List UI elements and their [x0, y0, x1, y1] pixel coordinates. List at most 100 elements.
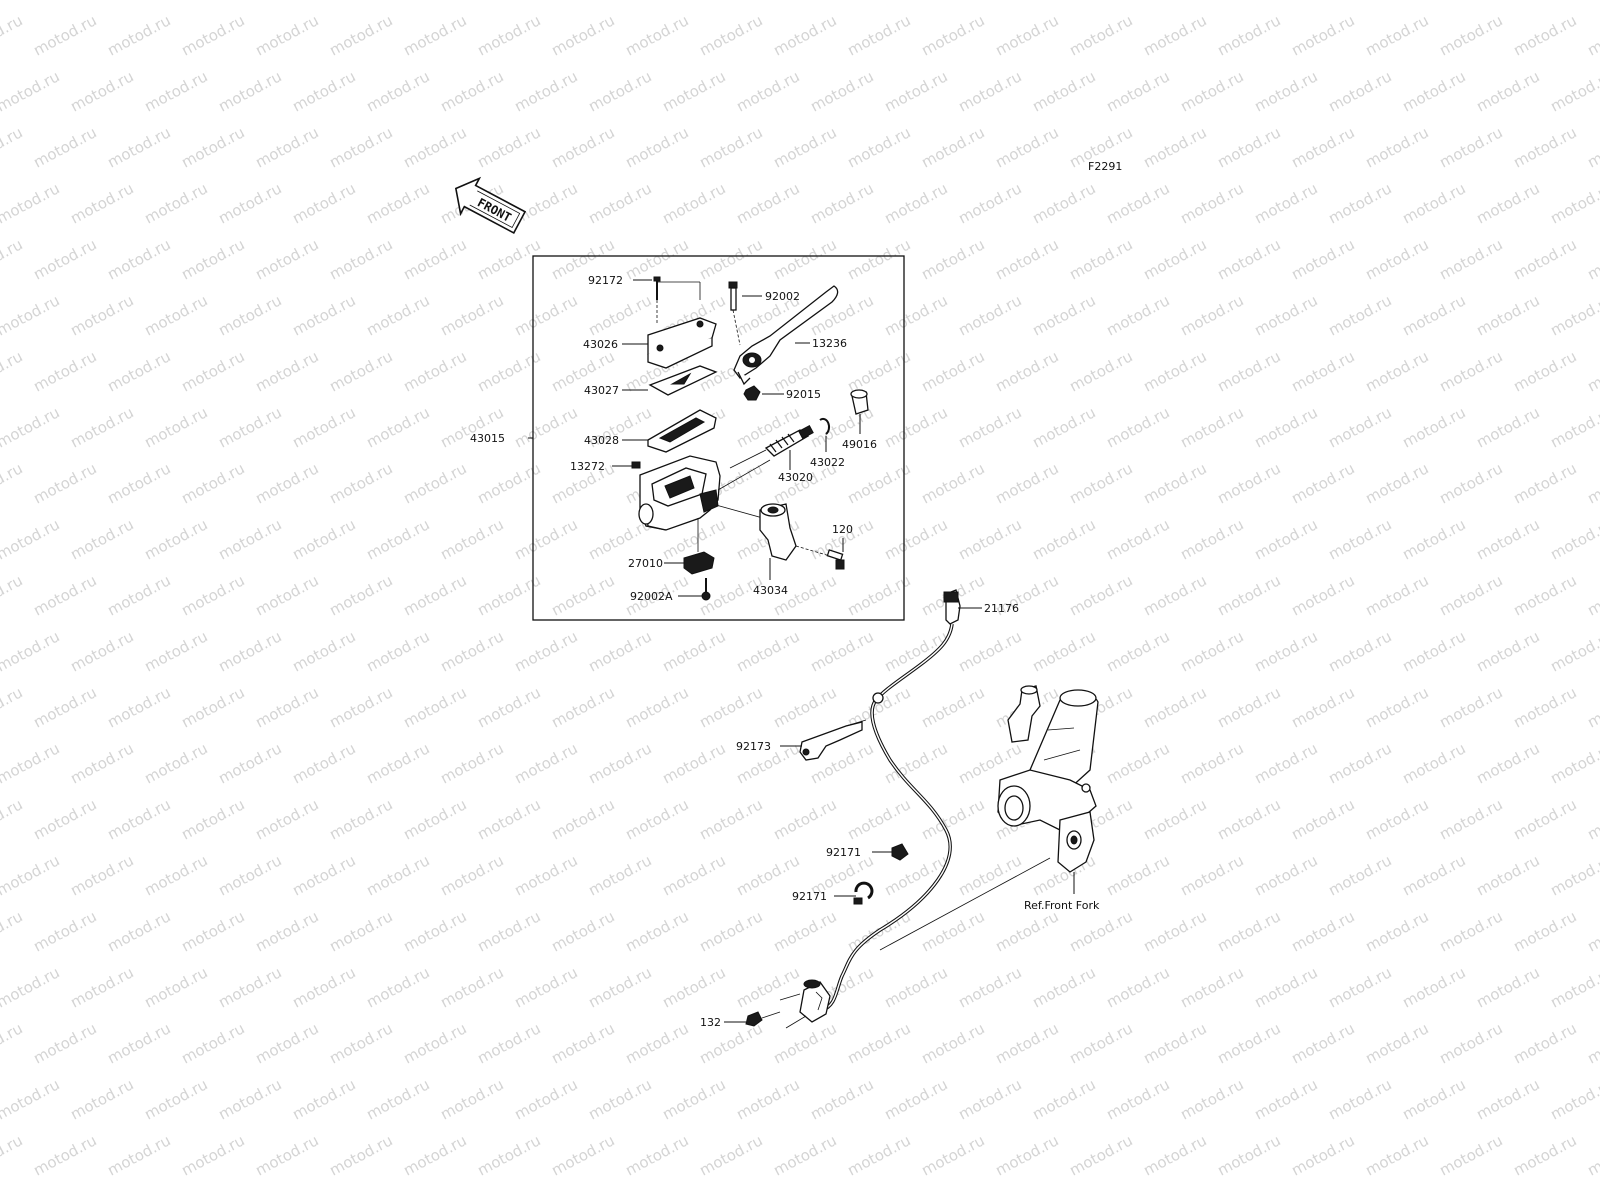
- watermark-text: motod.ru: [844, 459, 913, 507]
- watermark-text: motod.ru: [178, 907, 247, 955]
- watermark-text: motod.ru: [1140, 795, 1209, 843]
- watermark-text: motod.ru: [696, 235, 765, 283]
- p-92015-part: [743, 385, 761, 401]
- watermark-text: motod.ru: [1140, 235, 1209, 283]
- watermark-text: motod.ru: [289, 67, 358, 115]
- watermark-text: motod.ru: [918, 11, 987, 59]
- watermark-text: motod.ru: [770, 11, 839, 59]
- watermark-text: motod.ru: [1325, 291, 1394, 339]
- watermark-text: motod.ru: [1103, 179, 1172, 227]
- watermark-text: motod.ru: [178, 347, 247, 395]
- watermark-text: motod.ru: [178, 571, 247, 619]
- watermark-text: motod.ru: [955, 851, 1024, 899]
- p-132: 132: [700, 1016, 721, 1029]
- watermark-text: motod.ru: [881, 67, 950, 115]
- watermark-text: motod.ru: [1251, 963, 1320, 1011]
- watermark-text: motod.ru: [807, 0, 876, 4]
- p-92002a-part: [701, 578, 711, 601]
- watermark-text: motod.ru: [1473, 0, 1542, 4]
- watermark-text: motod.ru: [252, 1019, 321, 1067]
- watermark-text: motod.ru: [659, 851, 728, 899]
- watermark-text: motod.ru: [548, 571, 617, 619]
- watermark-text: motod.ru: [326, 123, 395, 171]
- watermark-text: motod.ru: [1103, 67, 1172, 115]
- watermark-text: motod.ru: [326, 1131, 395, 1179]
- watermark-text: motod.ru: [1547, 0, 1600, 4]
- watermark-text: motod.ru: [918, 683, 987, 731]
- watermark-text: motod.ru: [67, 0, 136, 4]
- watermark-text: motod.ru: [1288, 11, 1357, 59]
- watermark-text: motod.ru: [1325, 627, 1394, 675]
- watermark-text: motod.ru: [474, 1019, 543, 1067]
- watermark-text: motod.ru: [1029, 179, 1098, 227]
- watermark-text: motod.ru: [696, 683, 765, 731]
- p-13272-part: [631, 461, 641, 469]
- watermark-text: motod.ru: [807, 627, 876, 675]
- watermark-text: motod.ru: [1362, 123, 1431, 171]
- watermark-text: motod.ru: [363, 963, 432, 1011]
- watermark-text: motod.ru: [1066, 235, 1135, 283]
- watermark-text: motod.ru: [1547, 67, 1600, 115]
- watermark-text: motod.ru: [770, 123, 839, 171]
- watermark-text: motod.ru: [252, 459, 321, 507]
- watermark-text: motod.ru: [215, 179, 284, 227]
- watermark-text: motod.ru: [659, 627, 728, 675]
- watermark-text: motod.ru: [1399, 963, 1468, 1011]
- watermark-text: motod.ru: [1436, 1131, 1505, 1179]
- ref-front-fork-label: Ref.Front Fork: [1024, 899, 1100, 912]
- watermark-text: motod.ru: [363, 291, 432, 339]
- watermark-text: motod.ru: [511, 627, 580, 675]
- watermark-text: motod.ru: [30, 459, 99, 507]
- watermark-text: motod.ru: [289, 1075, 358, 1123]
- watermark-text: motod.ru: [955, 963, 1024, 1011]
- watermark-text: motod.ru: [1547, 291, 1600, 339]
- watermark-text: motod.ru: [733, 963, 802, 1011]
- watermark-text: motod.ru: [881, 515, 950, 563]
- watermark-text: motod.ru: [511, 515, 580, 563]
- watermark-text: motod.ru: [659, 179, 728, 227]
- watermark-text: motod.ru: [30, 683, 99, 731]
- watermark-text: motod.ru: [1029, 515, 1098, 563]
- watermark-text: motod.ru: [0, 11, 26, 59]
- watermark-text: motod.ru: [881, 963, 950, 1011]
- watermark-text: motod.ru: [1214, 1019, 1283, 1067]
- watermark-text: motod.ru: [30, 795, 99, 843]
- watermark-text: motod.ru: [1140, 1019, 1209, 1067]
- watermark-text: motod.ru: [1584, 235, 1600, 283]
- watermark-text: motod.ru: [1325, 739, 1394, 787]
- watermark-text: motod.ru: [585, 1075, 654, 1123]
- watermark-text: motod.ru: [437, 851, 506, 899]
- watermark-text: motod.ru: [1103, 515, 1172, 563]
- watermark-text: motod.ru: [1362, 1131, 1431, 1179]
- watermark-text: motod.ru: [104, 571, 173, 619]
- watermark-text: motod.ru: [1029, 291, 1098, 339]
- watermark-text: motod.ru: [474, 683, 543, 731]
- watermark-text: motod.ru: [0, 123, 26, 171]
- watermark-text: motod.ru: [1510, 907, 1579, 955]
- watermark-text: motod.ru: [1066, 11, 1135, 59]
- watermark-text: motod.ru: [548, 11, 617, 59]
- watermark-text: motod.ru: [1066, 1131, 1135, 1179]
- watermark-text: motod.ru: [1103, 0, 1172, 4]
- watermark-text: motod.ru: [1288, 235, 1357, 283]
- watermark-text: motod.ru: [215, 291, 284, 339]
- watermark-text: motod.ru: [1251, 851, 1320, 899]
- watermark-text: motod.ru: [1362, 347, 1431, 395]
- watermark-text: motod.ru: [1473, 291, 1542, 339]
- watermark-text: motod.ru: [1584, 683, 1600, 731]
- watermark-text: motod.ru: [67, 403, 136, 451]
- watermark-text: motod.ru: [918, 459, 987, 507]
- watermark-text: motod.ru: [1399, 67, 1468, 115]
- watermark-text: motod.ru: [1584, 11, 1600, 59]
- watermark-text: motod.ru: [1473, 179, 1542, 227]
- watermark-text: motod.ru: [1547, 1075, 1600, 1123]
- watermark-text: motod.ru: [548, 683, 617, 731]
- watermark-text: motod.ru: [918, 1131, 987, 1179]
- watermark-text: motod.ru: [1214, 571, 1283, 619]
- watermark-text: motod.ru: [622, 683, 691, 731]
- watermark-text: motod.ru: [363, 627, 432, 675]
- watermark-text: motod.ru: [1362, 1019, 1431, 1067]
- watermark-text: motod.ru: [289, 179, 358, 227]
